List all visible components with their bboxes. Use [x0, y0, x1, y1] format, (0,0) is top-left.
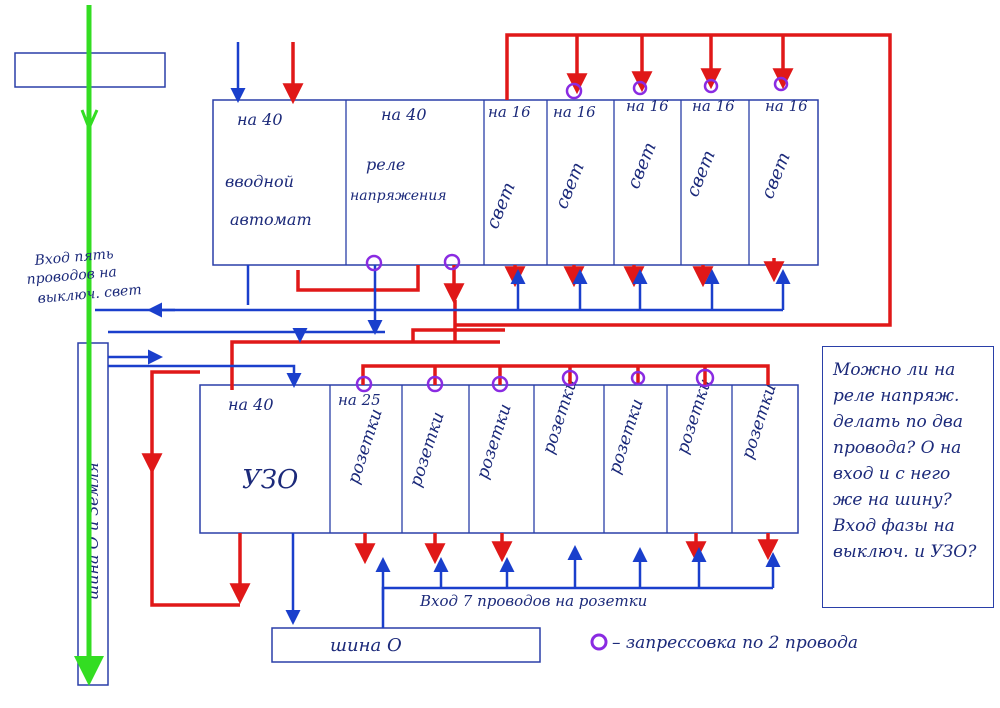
- legend-text: – запрессовка по 2 провода: [612, 633, 858, 653]
- neutral-ground-bus-label: шина О и Земля: [83, 462, 102, 600]
- top-cell-1-label-2: автомат: [230, 210, 312, 229]
- top-cell-1-label-1: вводной: [225, 172, 294, 191]
- bottom-cell-4-label: розетки: [473, 401, 516, 481]
- top-cell-4-label: свет: [551, 159, 589, 212]
- bottom-cell-6-label: розетки: [605, 396, 648, 476]
- top-cell-6-label: свет: [682, 147, 720, 200]
- top-cell-7-label: свет: [757, 149, 795, 202]
- light-input-label-1: Вход пять: [33, 246, 114, 269]
- light-input-label-2: проводов на: [26, 264, 118, 288]
- neutral-bus-bottom: [271, 627, 541, 663]
- bottom-cell-8-label: розетки: [738, 381, 781, 461]
- question-note: Можно ли на реле напряж. делать по два п…: [822, 346, 994, 608]
- bottom-panel: на 40 УЗО на 25 розетки розетки розетки …: [199, 376, 799, 534]
- top-cell-2-rating: на 40: [381, 105, 427, 124]
- bottom-cell-2-rating: на 25: [338, 391, 381, 409]
- question-text: Можно ли на реле напряж. делать по два п…: [833, 360, 977, 562]
- top-cell-2-label-2: напряжения: [350, 188, 447, 204]
- neutral-wires: [95, 42, 791, 628]
- bottom-cell-2-label: розетки: [344, 406, 387, 486]
- crimp-markers: [355, 76, 789, 393]
- top-cell-7-rating: на 16: [765, 97, 808, 115]
- bottom-cell-5-label: розетки: [539, 376, 582, 456]
- top-cell-3-label: свет: [482, 179, 520, 232]
- top-panel: на 40 вводной автомат на 40 реле напряже…: [212, 97, 819, 266]
- top-cell-1-rating: на 40: [237, 110, 283, 129]
- top-cell-5-rating: на 16: [626, 97, 669, 115]
- bottom-cell-1-label: УЗО: [242, 465, 298, 495]
- bottom-cell-7-label: розетки: [673, 376, 716, 456]
- bottom-cell-1-rating: на 40: [228, 395, 274, 414]
- top-cell-3-rating: на 16: [488, 103, 531, 121]
- top-cell-6-rating: на 16: [692, 97, 735, 115]
- top-cell-5-label: свет: [623, 139, 661, 192]
- legend-crimp-icon: [590, 633, 608, 651]
- bottom-cell-3-label: розетки: [406, 409, 449, 489]
- socket-input-label: Вход 7 проводов на розетки: [419, 592, 647, 610]
- neutral-bus-bottom-label: шина О: [330, 635, 402, 656]
- top-cell-4-rating: на 16: [553, 103, 596, 121]
- top-cell-2-label-1: реле: [366, 155, 405, 174]
- ground-arrow: [80, 109, 99, 132]
